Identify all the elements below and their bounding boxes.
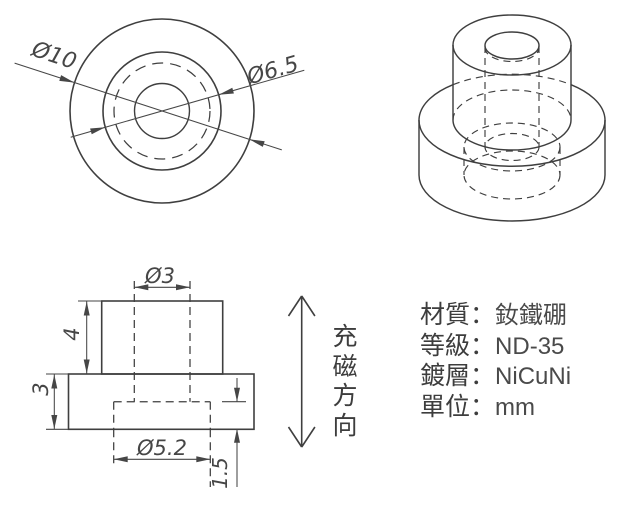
spec-label: 材質 — [420, 302, 471, 329]
mag-char: 充 — [332, 324, 358, 351]
spec-colon: ： — [470, 393, 496, 421]
spec-list: 材質：釹鐵硼 等級：ND-35 鍍層：NiCuNi 單位：mm — [420, 301, 571, 423]
spec-label: 等級 — [420, 332, 471, 360]
dim-arrow — [90, 127, 106, 135]
spec-colon: ： — [470, 363, 496, 390]
dim-arrow — [249, 139, 265, 147]
spec-value: NiCuNi — [495, 363, 572, 390]
spec-line-coating: 鍍層：NiCuNi — [420, 362, 571, 393]
mag-char: 向 — [332, 412, 358, 440]
spec-line-unit: 單位：mm — [420, 393, 571, 424]
mag-char: 磁 — [332, 353, 358, 381]
spec-line-material: 材質：釹鐵硼 — [420, 301, 571, 332]
isometric-view-drawing — [418, 14, 606, 222]
spec-line-grade: 等級：ND-35 — [420, 332, 571, 363]
top-view-drawing — [14, 18, 305, 204]
magnetization-direction-arrow — [287, 295, 316, 448]
spec-colon: ： — [470, 302, 496, 329]
spec-label: 鍍層 — [420, 363, 471, 390]
dim-arrow — [218, 87, 234, 95]
dim-label-counterbore-depth: 1.5 — [208, 457, 232, 489]
spec-value: ND-35 — [495, 332, 565, 360]
dim-label-counterbore-diameter: Ø5.2 — [137, 436, 187, 460]
spec-label: 單位 — [420, 393, 471, 421]
dim-label-flange-height: 3 — [29, 382, 53, 396]
section-view-drawing — [46, 281, 255, 487]
spec-value: 釹鐵硼 — [495, 302, 568, 329]
magnetization-direction-label: 充 磁 方 向 — [330, 323, 360, 441]
spec-value: mm — [495, 393, 536, 421]
mag-char: 方 — [332, 383, 358, 410]
dim-label-step-height: 4 — [60, 327, 84, 341]
spec-colon: ： — [470, 332, 496, 360]
dim-label-hole-diameter: Ø3 — [145, 264, 175, 288]
dim-arrow — [59, 75, 75, 83]
